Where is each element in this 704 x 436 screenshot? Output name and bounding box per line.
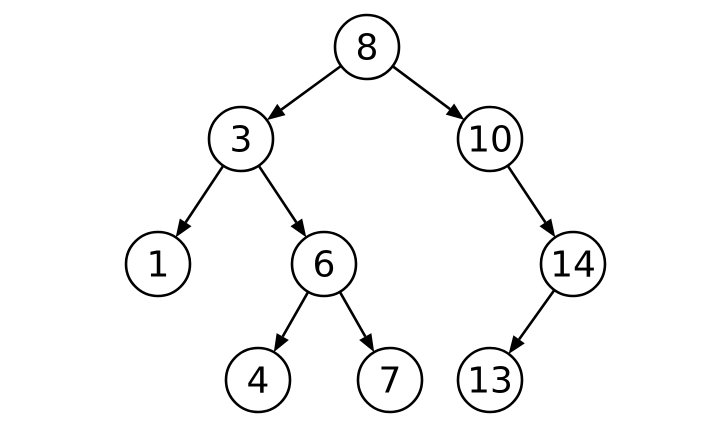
tree-node-8: 8 [333, 13, 401, 81]
tree-node-4: 4 [224, 346, 292, 414]
arrowhead [273, 333, 289, 353]
edge-n8-n3 [266, 64, 342, 121]
edge-line [184, 164, 225, 224]
node-label: 7 [379, 361, 402, 402]
node-label: 14 [550, 245, 596, 286]
arrowhead [539, 218, 556, 238]
node-circle [356, 346, 424, 414]
tree-node-7: 7 [356, 346, 424, 414]
node-label: 1 [147, 245, 170, 286]
tree-node-6: 6 [290, 230, 358, 298]
arrowhead [508, 335, 525, 354]
edge-n3-n1 [175, 164, 225, 238]
node-circle [207, 105, 275, 173]
node-circle [456, 105, 524, 173]
edge-line [506, 164, 547, 224]
node-label: 10 [467, 120, 513, 161]
edge-n8-n10 [391, 65, 465, 120]
arrowhead [359, 333, 375, 353]
node-circle [539, 230, 607, 298]
node-label: 6 [313, 245, 336, 286]
edge-n6-n4 [273, 291, 310, 353]
edge-line [257, 164, 298, 224]
tree-node-14: 14 [539, 230, 607, 298]
edges-layer [175, 64, 556, 354]
arrowhead [175, 218, 192, 238]
tree-node-10: 10 [456, 105, 524, 173]
node-circle [290, 230, 358, 298]
edge-line [391, 65, 451, 111]
edge-line [281, 291, 310, 338]
edge-n10-n14 [506, 164, 556, 238]
tree-node-13: 13 [456, 346, 524, 414]
arrowhead [445, 103, 465, 120]
node-circle [224, 346, 292, 414]
tree-node-1: 1 [124, 230, 192, 298]
node-label: 4 [247, 361, 270, 402]
edge-n14-n13 [508, 289, 556, 354]
arrowhead [290, 218, 307, 238]
node-circle [456, 346, 524, 414]
node-label: 3 [230, 120, 253, 161]
arrowhead [266, 103, 286, 121]
edge-n3-n6 [257, 164, 307, 238]
edge-line [280, 64, 342, 111]
node-circle [124, 230, 192, 298]
edge-n6-n7 [338, 291, 375, 353]
tree-node-3: 3 [207, 105, 275, 173]
node-label: 13 [467, 361, 513, 402]
node-label: 8 [356, 28, 379, 69]
edge-line [338, 291, 367, 338]
edge-line [518, 289, 556, 341]
nodes-layer: 8 3 10 1 6 14 4 7 13 [124, 13, 607, 414]
node-circle [333, 13, 401, 81]
